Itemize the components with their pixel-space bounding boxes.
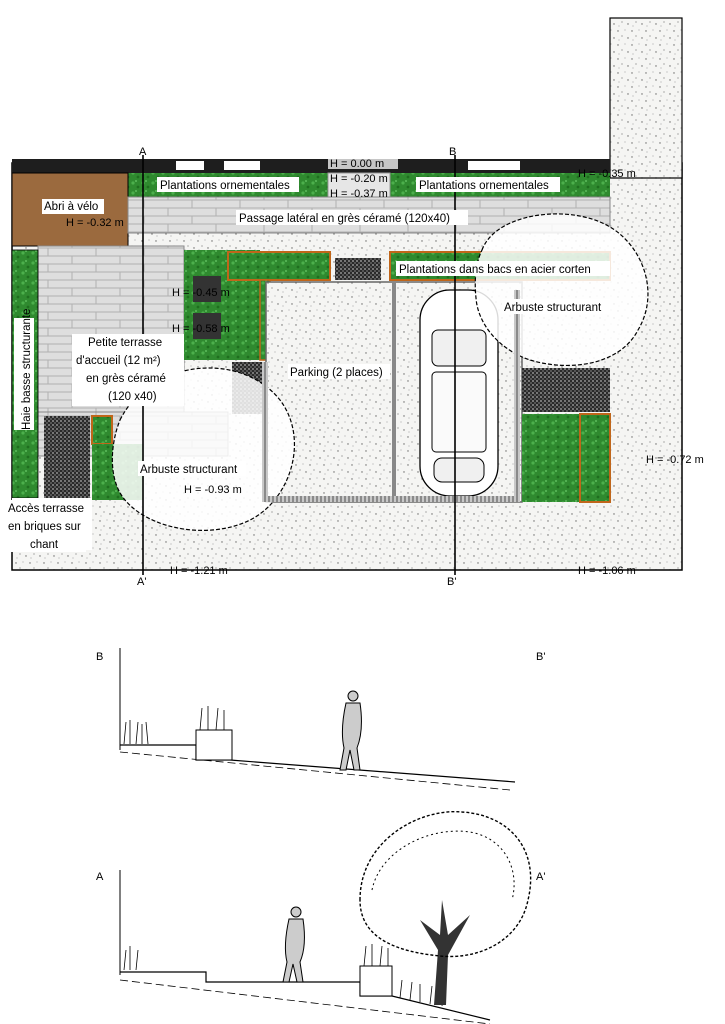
level-0-35: H = -0.35 m [578, 168, 636, 180]
section-mark-b: B [449, 146, 456, 158]
label-terrace-3: en grès céramé [86, 373, 166, 385]
label-side-passage: Passage latéral en grès céramé (120x40) [239, 213, 450, 225]
level-0-45: H = -0.45 m [172, 287, 230, 299]
car-symbol [419, 289, 499, 497]
section-bb-right-label: B' [536, 651, 545, 663]
label-terrace-2: d'accueil (12 m²) [76, 355, 161, 367]
label-shrub-left: Arbuste structurant [140, 464, 238, 476]
section-mark-a: A [139, 146, 147, 158]
label-bike-shelter: Abri à vélo [44, 201, 98, 213]
level-1-06: H = -1.06 m [578, 565, 636, 577]
level-1-21: H = -1.21 m [170, 565, 228, 577]
planting-symbol [123, 706, 225, 745]
label-corten-planters: Plantations dans bacs en acier corten [399, 264, 591, 276]
shrub-canopy-left [111, 367, 295, 531]
gravel-strip-top-right [609, 17, 683, 179]
section-mark-b-prime: B' [447, 576, 456, 588]
label-brick-1: Accès terrasse [8, 503, 84, 515]
tree-silhouette [359, 810, 532, 1005]
site-plan: Plantations ornementales Plantations orn… [4, 17, 704, 588]
level-0-20: H = -0.20 m [330, 173, 388, 185]
level-0-00: H = 0.00 m [330, 158, 384, 170]
person-silhouette [339, 690, 362, 771]
level-0-72: H = -0.72 m [646, 454, 704, 466]
level-0-93: H = -0.93 m [184, 484, 242, 496]
label-hedge: Haie basse structurante [21, 309, 33, 430]
section-mark-a-prime: A' [137, 576, 146, 588]
label-ornamental-right: Plantations ornementales [419, 180, 549, 192]
level-0-32: H = -0.32 m [66, 217, 124, 229]
section-aa-left-label: A [96, 871, 104, 883]
label-shrub-right: Arbuste structurant [504, 302, 602, 314]
label-brick-2: en briques sur [8, 521, 81, 533]
label-parking: Parking (2 places) [290, 367, 383, 379]
level-markers: H = 0.00 m H = -0.20 m H = -0.37 m H = -… [66, 158, 704, 577]
label-ornamental-left: Plantations ornementales [160, 180, 290, 192]
plan-labels: Plantations ornementales Plantations orn… [4, 177, 610, 552]
level-0-58: H = -0.58 m [172, 323, 230, 335]
label-brick-3: chant [30, 539, 59, 551]
section-aa: A A' [96, 810, 545, 1024]
section-aa-right-label: A' [536, 871, 545, 883]
boundary-wall [12, 159, 610, 173]
label-terrace-1: Petite terrasse [88, 337, 162, 349]
shrub-canopy-right [474, 213, 649, 366]
section-bb-left-label: B [96, 651, 103, 663]
person-silhouette-aa [282, 906, 305, 983]
level-0-37: H = -0.37 m [330, 188, 388, 200]
label-terrace-4: (120 x40) [108, 391, 157, 403]
section-bb: B B' [96, 648, 545, 791]
corten-planter-1 [227, 251, 331, 281]
